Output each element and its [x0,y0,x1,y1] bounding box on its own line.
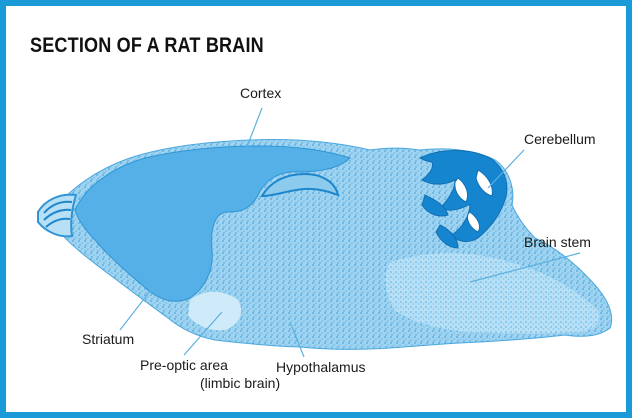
label-limbic-brain: (limbic brain) [200,375,280,391]
label-hypothalamus: Hypothalamus [276,359,366,375]
label-striatum: Striatum [82,331,134,347]
label-cortex: Cortex [240,85,281,101]
label-brain-stem: Brain stem [524,234,591,250]
label-cerebellum: Cerebellum [524,131,596,147]
label-preoptic-area: Pre-optic area [140,357,228,373]
